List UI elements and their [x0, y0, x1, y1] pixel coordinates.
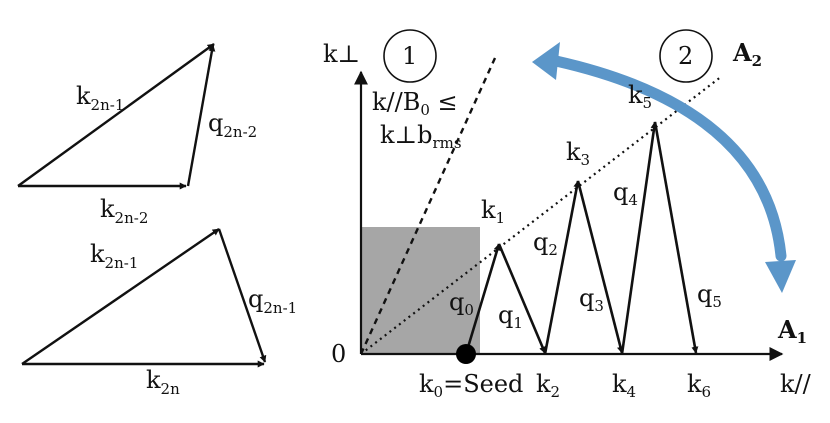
label-k6: k6 [687, 370, 711, 401]
axis-A1-label: A1 [777, 315, 807, 347]
label-q3: q3 [579, 284, 604, 315]
rotation-arrow-head-bottom [765, 260, 796, 293]
label-k2n-2-top: k2n-2 [100, 195, 148, 227]
label-q5: q5 [697, 280, 722, 311]
label-q2n-1-bottom: q2n-1 [248, 285, 297, 317]
label-q2: q2 [533, 228, 558, 259]
label-q2n-2-top: q2n-2 [208, 109, 257, 141]
label-k2n-1-top: k2n-1 [76, 82, 124, 114]
label-k3: k3 [566, 138, 590, 169]
rotation-arrow-head-top [532, 42, 560, 80]
vector-q2 [543, 180, 581, 355]
region-2-label: 2 [678, 42, 693, 70]
vector-q4 [620, 121, 658, 355]
vector-k2n-1-bottom [21, 228, 220, 365]
label-k2: k2 [536, 370, 560, 401]
vector-q0 [464, 243, 501, 355]
vector-q2n-2-top [186, 44, 216, 187]
bottom-triangle: k2n-1 q2n-1 k2n [21, 228, 297, 398]
top-triangle: k2n-1 q2n-2 k2n-2 [17, 43, 257, 227]
region-1-circle [383, 29, 437, 83]
origin-label: 0 [331, 340, 346, 368]
label-k2n-1-bottom: k2n-1 [90, 240, 138, 272]
seed-label: k0=Seed [419, 370, 523, 401]
shaded-region [361, 227, 480, 354]
label-q1: q1 [498, 301, 523, 332]
condition-line-1: k//B0 ≤ [372, 88, 458, 119]
rotation-arrow-arc [550, 55, 787, 262]
vector-q2n-1-bottom [217, 228, 267, 363]
label-k4: k4 [612, 370, 636, 401]
label-k5: k5 [628, 81, 652, 112]
dotted-A2-line [360, 75, 723, 355]
region-1-label: 1 [402, 42, 417, 70]
vector-q3 [576, 180, 624, 354]
y-axis-label: k⊥ [323, 40, 360, 68]
region-2-circle [659, 29, 713, 83]
label-q4: q4 [613, 178, 638, 209]
vector-q1 [497, 243, 547, 354]
main-diagram: 1 2 k⊥ k// 0 A1 A2 k//B0 ≤ k⊥brms k0=See… [323, 29, 812, 401]
x-axis-label: k// [780, 370, 812, 398]
vector-q5 [653, 121, 699, 354]
seed-point [456, 344, 476, 364]
vector-k2n-1-top [17, 43, 215, 187]
label-k2n-bottom: k2n [146, 366, 180, 398]
label-k1: k1 [481, 196, 505, 227]
label-q0: q0 [449, 288, 474, 319]
axis-A2-label: A2 [732, 38, 762, 70]
condition-line-2: k⊥brms [380, 121, 462, 152]
